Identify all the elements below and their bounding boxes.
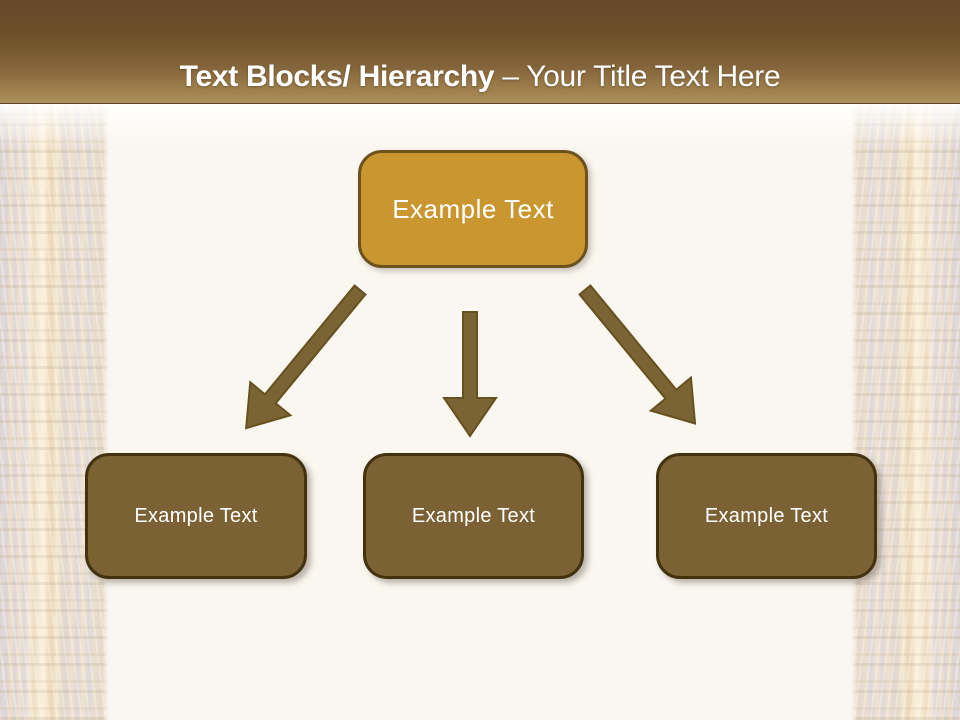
arrow-down-icon[interactable] [442, 311, 498, 438]
slide-canvas: Example Text Example Text Example Text E… [0, 103, 960, 720]
root-node-label: Example Text [392, 193, 554, 224]
connector-arrows [226, 273, 715, 444]
child-node-1[interactable]: Example Text [85, 453, 307, 579]
child-node-2-label: Example Text [411, 504, 536, 527]
ornate-frame-left-border [0, 103, 109, 720]
child-node-1-label: Example Text [134, 504, 258, 527]
slide-title-regular: – Your Title Text Here [502, 60, 781, 93]
child-node-2[interactable]: Example Text [363, 453, 584, 579]
slide-title-bold: Text Blocks/ Hierarchy [179, 60, 495, 93]
arrow-down-right-icon[interactable] [565, 273, 715, 440]
root-node[interactable]: Example Text [358, 150, 588, 268]
slide-header: Text Blocks/ Hierarchy– Your Title Text … [0, 0, 960, 104]
child-node-3[interactable]: Example Text [656, 453, 877, 579]
slide-title[interactable]: Text Blocks/ Hierarchy– Your Title Text … [180, 60, 781, 93]
child-node-3-label: Example Text [704, 504, 829, 527]
arrow-down-left-icon[interactable] [226, 273, 380, 444]
